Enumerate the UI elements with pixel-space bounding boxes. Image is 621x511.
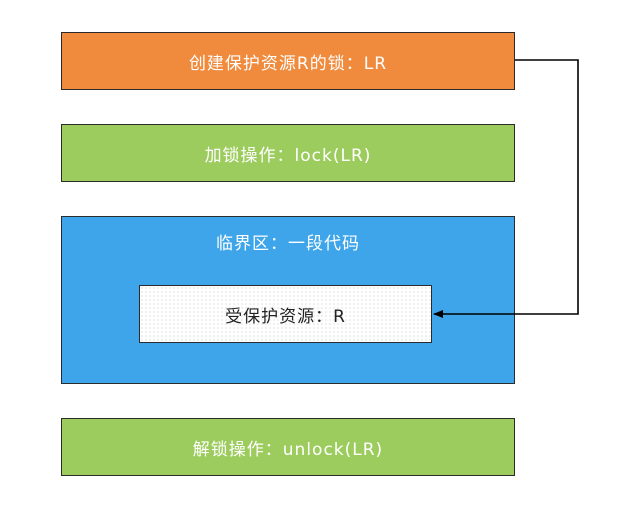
create-lock-node: 创建保护资源R的锁：LR (61, 32, 515, 90)
lock-operation-label: 加锁操作：lock(LR) (204, 145, 372, 166)
protected-resource-label: 受保护资源：R (225, 306, 346, 327)
create-lock-label: 创建保护资源R的锁：LR (188, 53, 388, 74)
lock-operation-node: 加锁操作：lock(LR) (61, 124, 515, 182)
unlock-operation-node: 解锁操作：unlock(LR) (61, 418, 515, 476)
unlock-operation-label: 解锁操作：unlock(LR) (192, 439, 384, 460)
critical-section-label: 临界区：一段代码 (216, 234, 360, 254)
protected-resource-node: 受保护资源：R (139, 285, 432, 343)
